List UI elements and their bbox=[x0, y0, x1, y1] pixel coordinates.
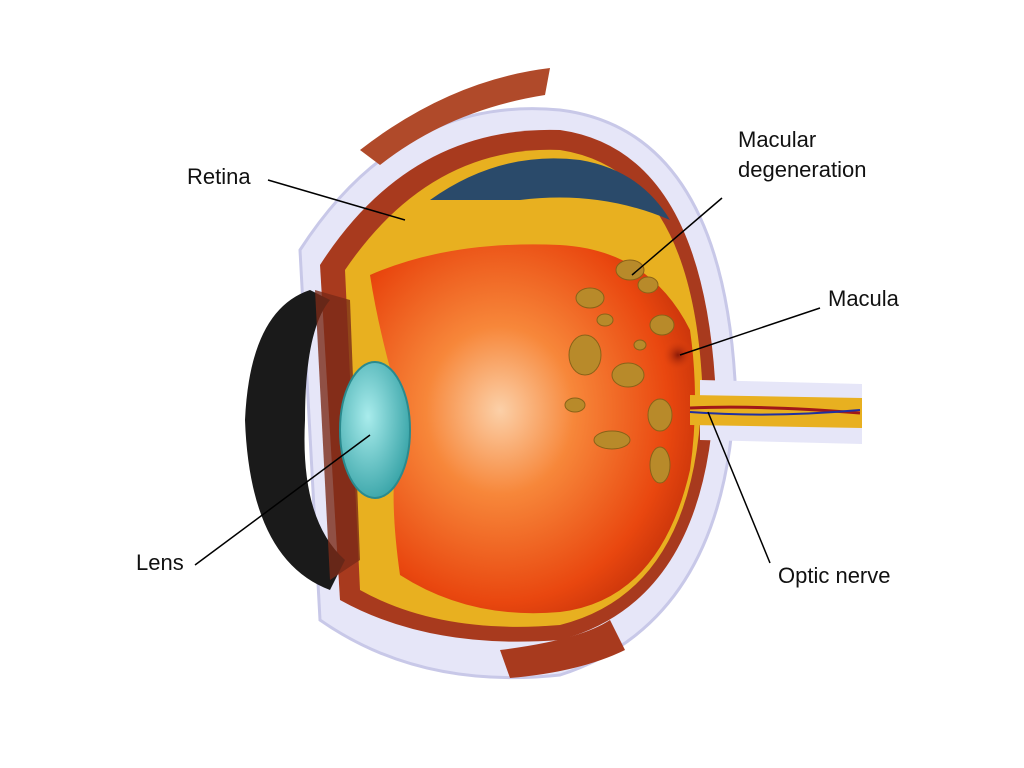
lesion bbox=[596, 313, 614, 327]
retina-leader bbox=[267, 179, 406, 221]
vitreous-body bbox=[370, 244, 695, 614]
macular-lesions bbox=[564, 259, 675, 484]
macula-leader bbox=[679, 307, 821, 356]
lesion bbox=[593, 430, 631, 450]
lesion bbox=[568, 334, 602, 376]
label-macula: Macula bbox=[828, 286, 899, 311]
lens-shape bbox=[339, 361, 411, 499]
optic-nerve-core bbox=[690, 395, 862, 428]
lesion bbox=[564, 397, 586, 413]
lesion bbox=[649, 314, 675, 336]
lesion bbox=[611, 362, 645, 388]
lesion bbox=[647, 398, 673, 432]
label-optic-nerve: Optic nerve bbox=[778, 563, 891, 588]
lesion bbox=[575, 287, 605, 309]
cornea bbox=[245, 290, 345, 590]
lesion bbox=[633, 339, 647, 351]
macula-spot bbox=[662, 339, 694, 371]
lesion bbox=[637, 276, 659, 294]
retina-dark-fold bbox=[430, 158, 670, 220]
label-macular-degeneration-line2: degeneration bbox=[738, 157, 867, 182]
label-retina: Retina bbox=[187, 164, 251, 189]
lesion bbox=[615, 259, 645, 281]
iris bbox=[315, 290, 360, 580]
optic-nerve-leader bbox=[707, 411, 771, 564]
label-macular-degeneration-line1: Macular bbox=[738, 127, 817, 152]
sclera-flap-bottom bbox=[500, 620, 625, 678]
lesion bbox=[649, 446, 671, 484]
lens-leader bbox=[194, 434, 371, 566]
macular-degeneration-leader bbox=[631, 197, 723, 276]
label-lens: Lens bbox=[136, 550, 184, 575]
sclera-flap-top bbox=[360, 68, 550, 165]
